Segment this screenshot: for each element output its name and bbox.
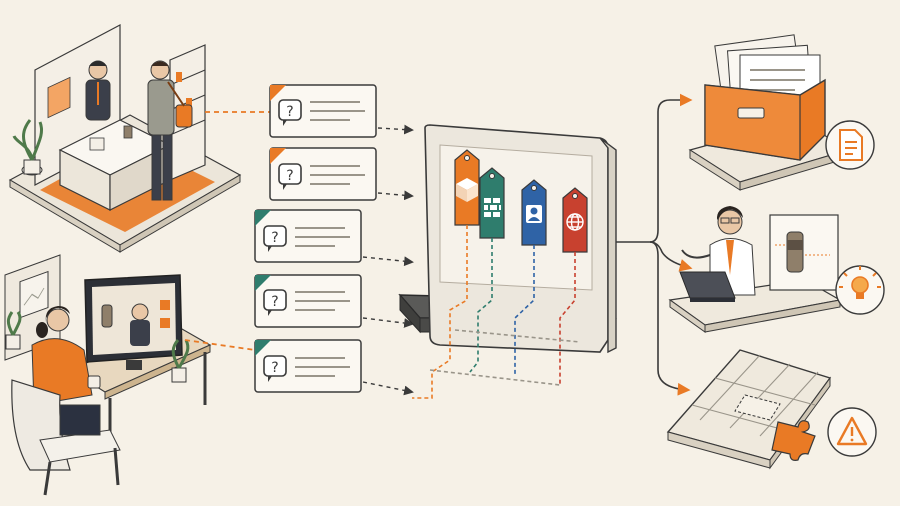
question-card-4: ? [254, 274, 362, 328]
scene-connectors [184, 111, 270, 351]
question-bubble-icon: ? [278, 163, 302, 190]
video-call-scene [4, 254, 212, 496]
lightbulb-icon [835, 265, 885, 315]
classification-tags [454, 149, 588, 253]
question-card-1: ? [269, 84, 377, 138]
box-icon [456, 178, 478, 202]
tag-person [521, 179, 547, 246]
question-card-2: ? [269, 147, 377, 201]
person-icon [526, 205, 542, 223]
document-archive-output [688, 34, 875, 191]
svg-text:?: ? [286, 104, 293, 120]
svg-text:?: ? [271, 230, 278, 246]
expert-analysis-output [668, 206, 885, 333]
tag-globe [562, 187, 588, 253]
document-icon [825, 120, 875, 170]
question-bubble-icon: ? [263, 355, 287, 382]
wall-icon [484, 198, 501, 217]
puzzle-piece-icon [771, 420, 816, 461]
question-card-3: ? [254, 209, 362, 263]
question-bubble-icon: ? [278, 99, 302, 126]
question-card-5: ? [254, 339, 362, 393]
card-arrows [362, 124, 414, 396]
store-consultation-scene [8, 24, 242, 253]
question-bubble-icon: ? [263, 225, 287, 252]
question-cards: ? ? ? [254, 84, 377, 393]
svg-text:?: ? [271, 294, 278, 310]
tag-wall [479, 167, 505, 239]
globe-icon [566, 213, 584, 231]
warning-icon [827, 407, 877, 457]
output-branches [616, 93, 693, 396]
missing-piece-output [666, 349, 877, 470]
svg-text:?: ? [286, 168, 293, 184]
svg-text:?: ? [271, 360, 278, 376]
routing-lines [412, 225, 581, 399]
question-bubble-icon: ? [263, 289, 287, 316]
tag-box [454, 149, 480, 226]
